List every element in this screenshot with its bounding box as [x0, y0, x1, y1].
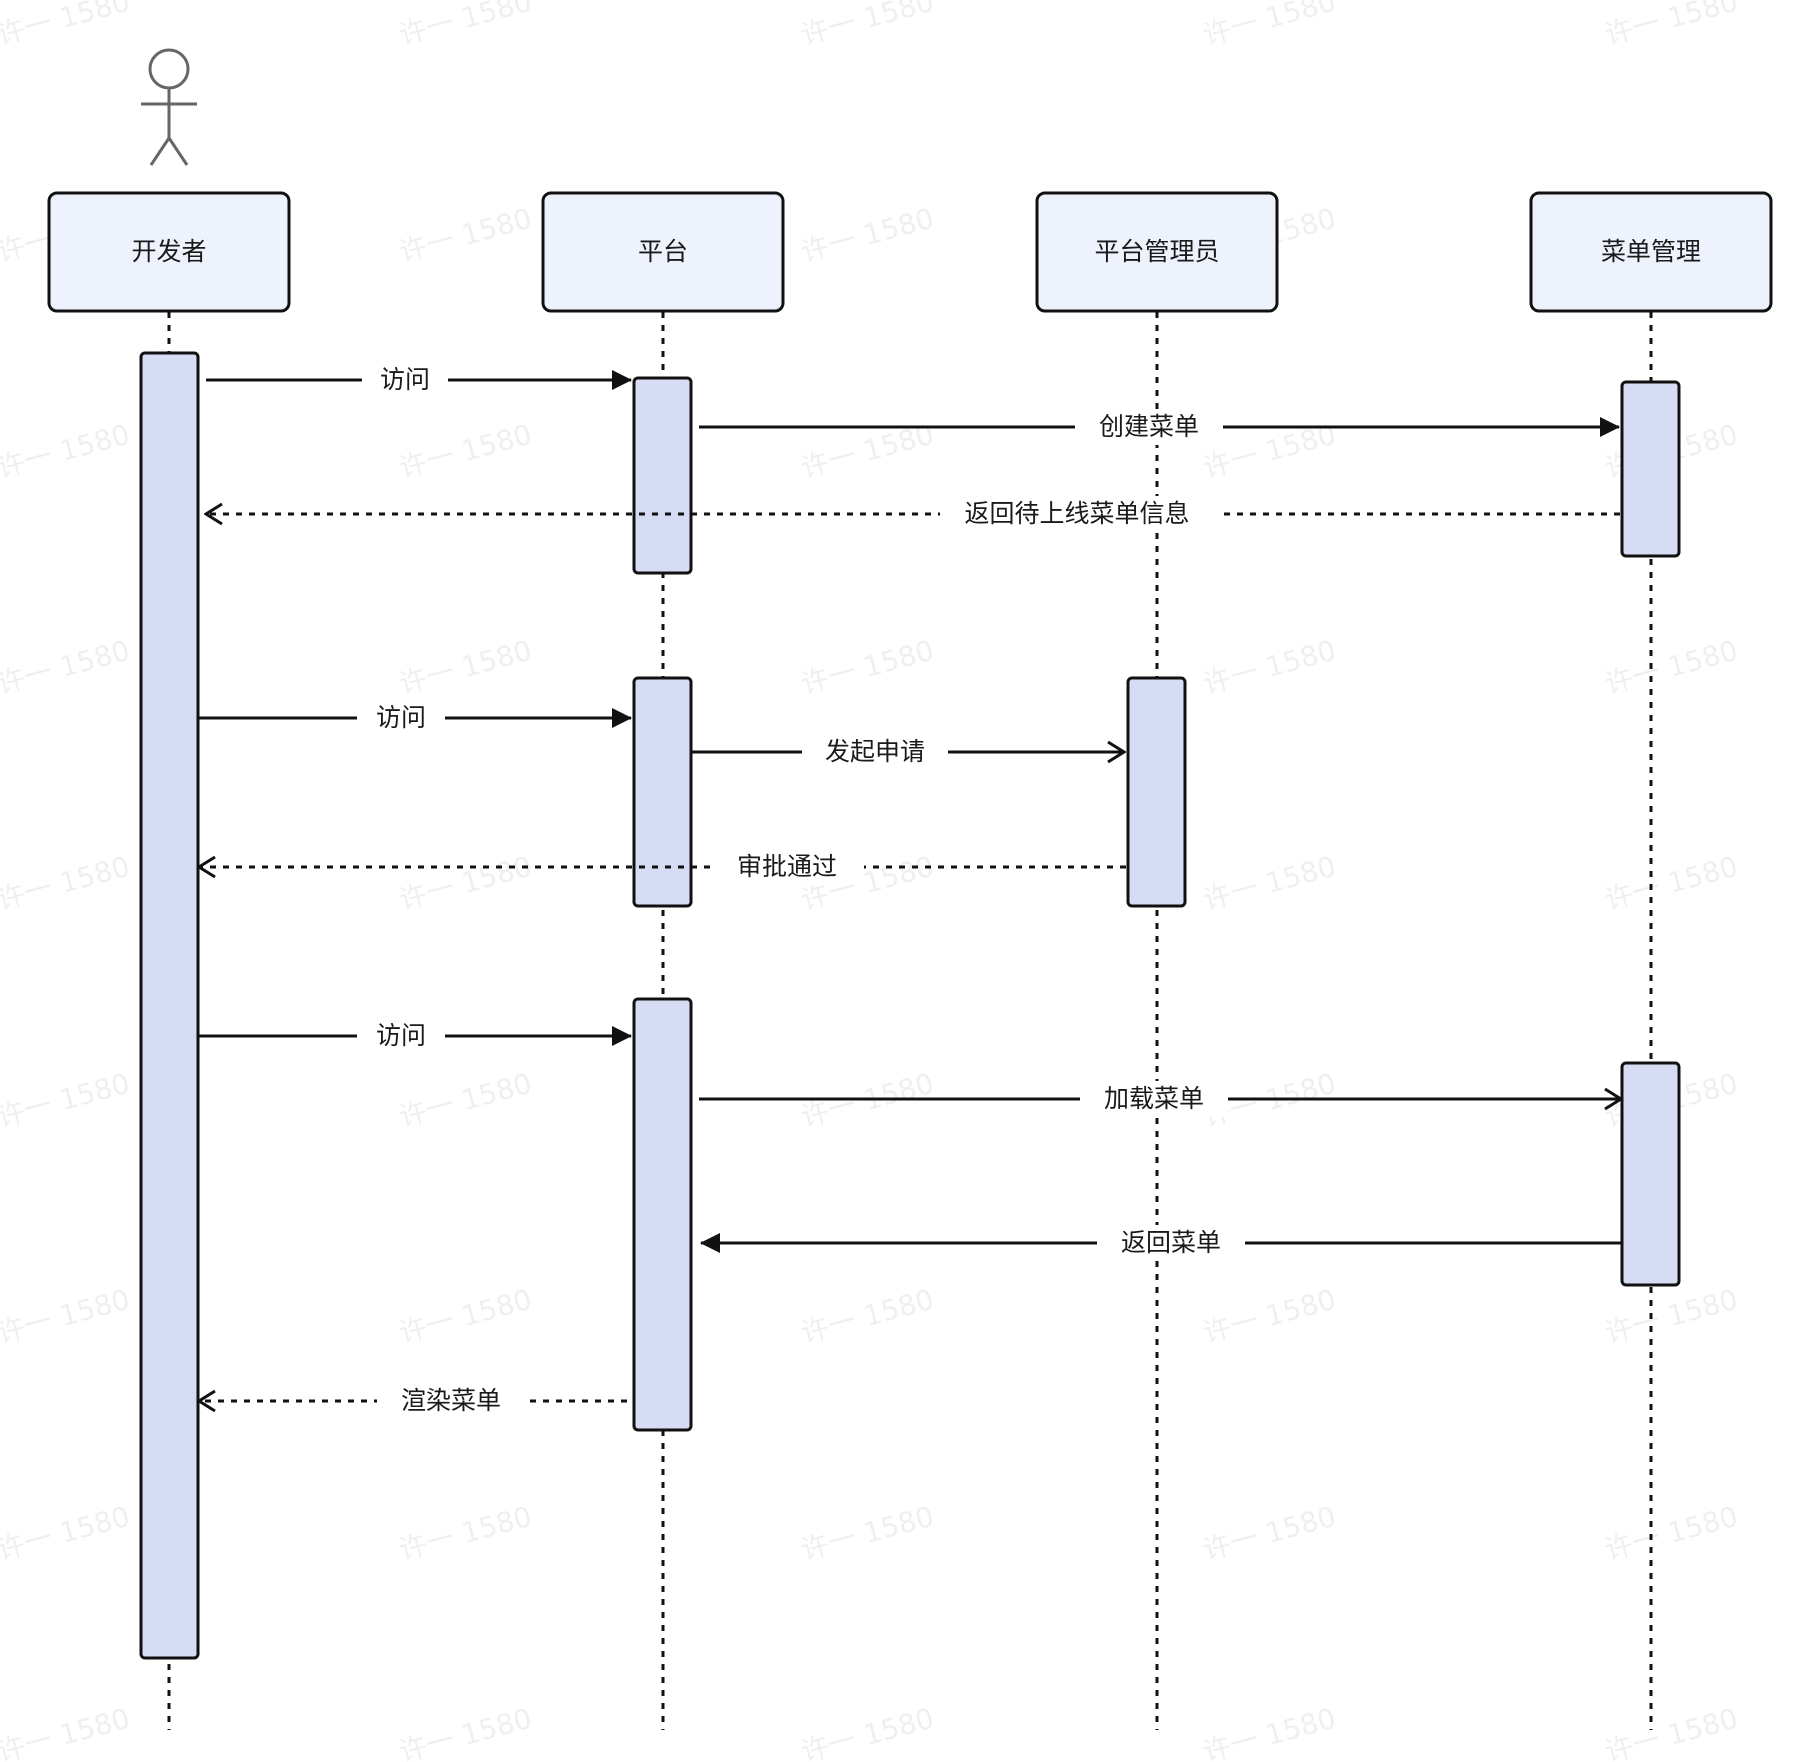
message-visit-1[interactable]: 访问 [206, 362, 632, 398]
watermark-text: 许一 1580 [797, 1500, 937, 1567]
participant-platform[interactable]: 平台 [541, 191, 785, 313]
watermark-text: 许一 1580 [1601, 1500, 1741, 1567]
message-label: 访问 [376, 1021, 426, 1050]
watermark-text: 许一 1580 [395, 1702, 535, 1762]
participant-label: 菜单管理 [1601, 237, 1701, 266]
activation-platform-3 [632, 997, 693, 1432]
message-return-menu[interactable]: 返回菜单 [700, 1225, 1621, 1261]
participant-dev[interactable]: 开发者 [47, 191, 291, 313]
activation-dev [139, 351, 200, 1660]
message-render-menu[interactable]: 渲染菜单 [199, 1383, 627, 1419]
watermark-text: 许一 1580 [1601, 0, 1741, 52]
participant-label: 平台管理员 [1094, 237, 1219, 266]
message-load-menu[interactable]: 加载菜单 [699, 1081, 1621, 1117]
participants: 开发者 平台 平台管理员 菜单管理 [47, 191, 1773, 313]
participant-admin[interactable]: 平台管理员 [1035, 191, 1279, 313]
messages: 访问 创建菜单 返回待上线菜单信息 访问 发起申请 [199, 362, 1621, 1419]
watermark-text: 许一 1580 [395, 634, 535, 701]
watermark-text: 许一 1580 [1199, 1500, 1339, 1567]
message-submit-request[interactable]: 发起申请 [692, 734, 1124, 770]
participant-label: 平台 [638, 237, 688, 266]
watermark-text: 许一 1580 [0, 850, 133, 917]
watermark-text: 许一 1580 [0, 1702, 133, 1762]
watermark-text: 许一 1580 [0, 418, 133, 485]
message-label: 访问 [376, 703, 426, 732]
actor-icon [141, 48, 197, 166]
watermark-text: 许一 1580 [797, 1283, 937, 1350]
activation-menu-1 [1620, 380, 1681, 558]
activations [139, 351, 1681, 1660]
message-label: 渲染菜单 [401, 1386, 501, 1415]
watermark-text: 许一 1580 [395, 1283, 535, 1350]
watermark-text: 许一 1580 [797, 202, 937, 269]
watermark-text: 许一 1580 [0, 0, 133, 52]
watermark-text: 许一 1580 [1199, 1702, 1339, 1762]
watermark-text: 许一 1580 [0, 634, 133, 701]
message-label: 返回待上线菜单信息 [964, 499, 1189, 528]
message-create-menu[interactable]: 创建菜单 [699, 409, 1620, 445]
watermark-text: 许一 1580 [395, 0, 535, 52]
watermark-text: 许一 1580 [395, 1500, 535, 1567]
message-visit-2[interactable]: 访问 [199, 700, 632, 736]
participant-menu[interactable]: 菜单管理 [1529, 191, 1773, 313]
watermark-text: 许一 1580 [1601, 1702, 1741, 1762]
watermark-text: 许一 1580 [1199, 634, 1339, 701]
watermark-text: 许一 1580 [1199, 0, 1339, 52]
watermark-text: 许一 1580 [797, 1702, 937, 1762]
message-label: 发起申请 [825, 737, 925, 766]
watermark-text: 许一 1580 [395, 202, 535, 269]
watermark-text: 许一 1580 [1601, 634, 1741, 701]
watermark-text: 许一 1580 [0, 1283, 133, 1350]
activation-admin [1126, 676, 1187, 908]
message-label: 审批通过 [737, 852, 837, 881]
watermark-text: 许一 1580 [1601, 850, 1741, 917]
watermark-text: 许一 1580 [797, 634, 937, 701]
message-label: 访问 [380, 365, 430, 394]
message-visit-3[interactable]: 访问 [199, 1018, 632, 1054]
watermark-text: 许一 1580 [1199, 850, 1339, 917]
watermark-text: 许一 1580 [1199, 1283, 1339, 1350]
message-return-pending-menu-info[interactable]: 返回待上线菜单信息 [206, 496, 1620, 532]
message-label: 返回菜单 [1121, 1228, 1221, 1257]
activation-platform-2 [632, 676, 693, 908]
activation-menu-2 [1620, 1061, 1681, 1287]
watermark-text: 许一 1580 [1601, 1283, 1741, 1350]
message-approved[interactable]: 审批通过 [199, 849, 1126, 885]
message-label: 加载菜单 [1104, 1084, 1204, 1113]
watermark-text: 许一 1580 [395, 1067, 535, 1134]
watermark-text: 许一 1580 [0, 1500, 133, 1567]
watermark-text: 许一 1580 [797, 0, 937, 52]
watermark-text: 许一 1580 [395, 418, 535, 485]
watermark-text: 许一 1580 [0, 1067, 133, 1134]
participant-label: 开发者 [131, 237, 206, 266]
message-label: 创建菜单 [1099, 412, 1199, 441]
activation-platform-1 [632, 376, 693, 575]
watermark-text: 许一 1580 [395, 850, 535, 917]
